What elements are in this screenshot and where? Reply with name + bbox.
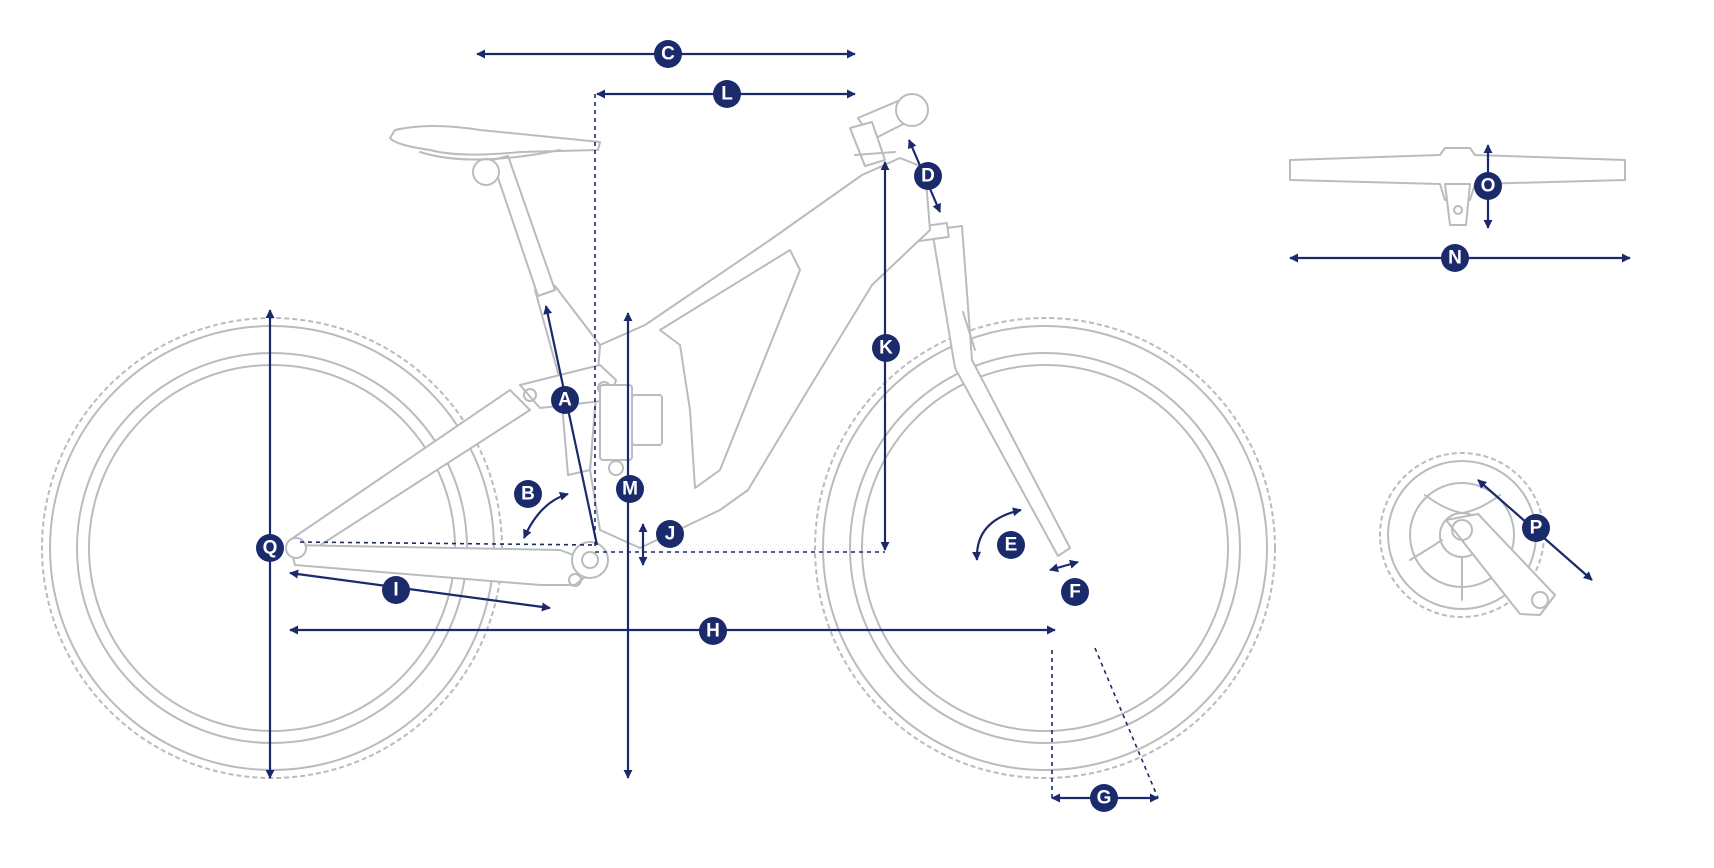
svg-text:F: F — [1069, 582, 1081, 603]
label-g: G — [1090, 784, 1118, 812]
dimension-labels: C L D K A B M J Q I H E F G O N P — [256, 40, 1550, 812]
dimension-b-arc — [522, 491, 569, 539]
label-a: A — [551, 386, 579, 414]
dimension-a-line — [543, 305, 599, 546]
label-n: N — [1441, 244, 1469, 272]
svg-text:O: O — [1481, 176, 1496, 197]
svg-text:M: M — [622, 479, 638, 500]
svg-text:D: D — [921, 166, 935, 187]
bike-drawing — [41, 93, 1276, 779]
label-m: M — [616, 475, 644, 503]
label-h: H — [699, 617, 727, 645]
front-wheel — [814, 317, 1276, 779]
label-p: P — [1522, 514, 1550, 542]
dimension-f-line — [1049, 559, 1079, 573]
svg-text:J: J — [665, 524, 676, 545]
label-c: C — [654, 40, 682, 68]
svg-text:G: G — [1097, 788, 1112, 809]
label-q: Q — [256, 534, 284, 562]
handlebar-drawing — [1289, 147, 1626, 226]
svg-text:N: N — [1448, 248, 1462, 269]
label-o: O — [1474, 172, 1502, 200]
svg-text:L: L — [721, 84, 733, 105]
label-d: D — [914, 162, 942, 190]
fork — [916, 221, 1071, 557]
label-f: F — [1061, 578, 1089, 606]
svg-text:C: C — [661, 44, 675, 65]
svg-text:P: P — [1530, 518, 1543, 539]
label-j: J — [656, 520, 684, 548]
bottom-bracket-reference-line — [299, 541, 596, 546]
svg-text:A: A — [558, 390, 572, 411]
steering-axis-extension-line — [1094, 647, 1159, 799]
svg-text:B: B — [521, 484, 535, 505]
svg-text:H: H — [706, 621, 720, 642]
svg-text:K: K — [879, 338, 893, 359]
svg-text:I: I — [393, 580, 398, 601]
svg-text:Q: Q — [263, 538, 278, 559]
svg-text:E: E — [1005, 535, 1018, 556]
label-b: B — [514, 480, 542, 508]
label-i: I — [382, 576, 410, 604]
label-e: E — [997, 531, 1025, 559]
dimension-e-arc — [972, 507, 1022, 561]
dimension-i-line — [289, 569, 551, 612]
label-k: K — [872, 334, 900, 362]
frame — [285, 93, 931, 587]
label-l: L — [713, 80, 741, 108]
